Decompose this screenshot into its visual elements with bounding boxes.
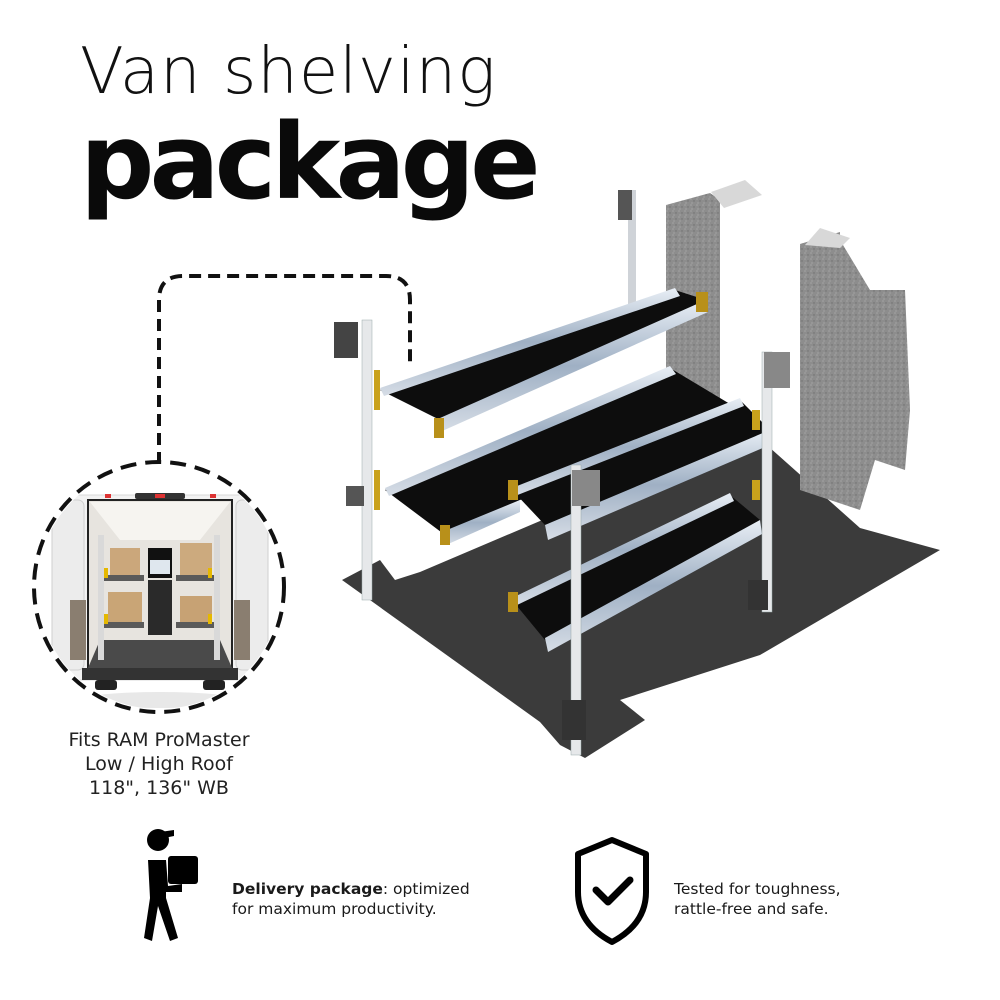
feature-delivery-text: Delivery package: optimized for maximum … <box>232 879 470 919</box>
title-line-1: Van shelving <box>80 35 497 109</box>
fit-caption-line-1: Fits RAM ProMaster <box>68 729 250 751</box>
inset-dashed-circle <box>32 460 286 714</box>
feature-delivery-bold: Delivery package <box>232 880 383 898</box>
feature-tested-line2: rattle-free and safe. <box>674 900 829 918</box>
fit-caption-line-3: 118", 136" WB <box>89 777 229 799</box>
feature-delivery-desc: : optimized <box>382 880 470 898</box>
fit-caption-line-2: Low / High Roof <box>85 753 233 775</box>
connector-dashed-line <box>157 274 412 464</box>
feature-delivery-desc-line2: for maximum productivity. <box>232 900 437 918</box>
inset-van-image <box>37 465 281 709</box>
shield-check-icon <box>575 837 649 945</box>
feature-tested-text: Tested for toughness, rattle-free and sa… <box>674 879 841 919</box>
product-image <box>334 180 940 758</box>
feature-tested-line1: Tested for toughness, <box>674 880 841 898</box>
fit-caption: Fits RAM ProMaster Low / High Roof 118",… <box>24 728 294 800</box>
delivery-person-icon <box>144 829 198 941</box>
title-line-2: package <box>80 101 541 223</box>
